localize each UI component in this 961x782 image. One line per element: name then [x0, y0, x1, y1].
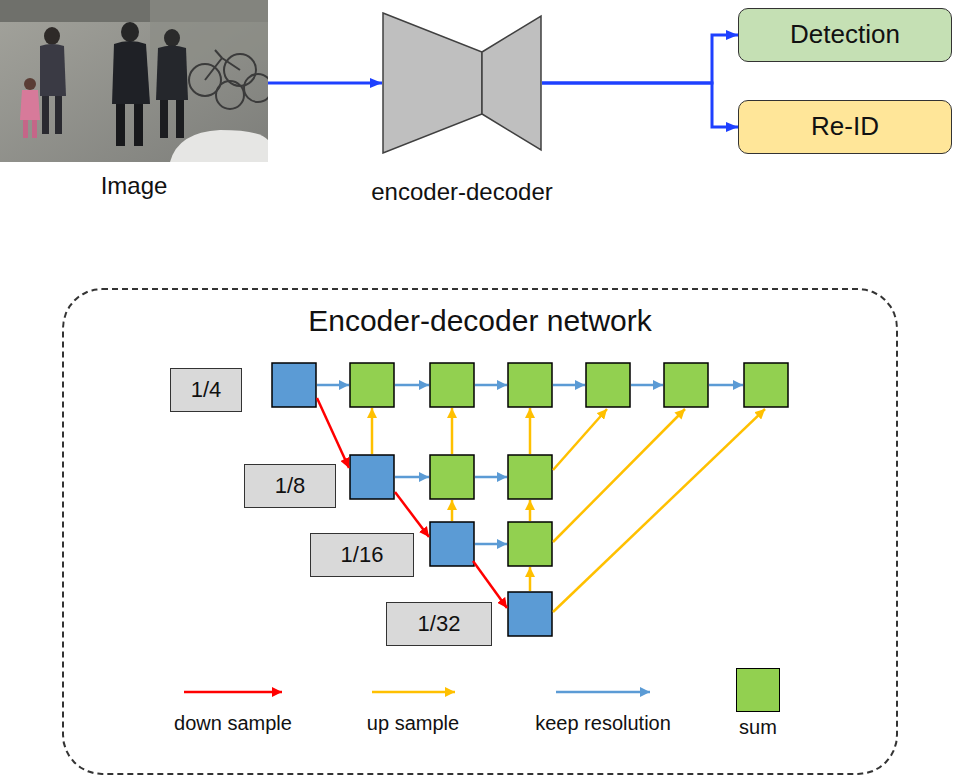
network-region: Encoder-decoder network 1/4 1/8 1/16 1/32 [62, 288, 898, 775]
scale-text: 1/8 [275, 473, 306, 498]
photo-frame [0, 0, 268, 162]
scale-label: 1/4 [170, 368, 242, 412]
scale-text: 1/4 [191, 377, 222, 402]
scale-label: 1/8 [244, 464, 336, 508]
legend-text: up sample [303, 712, 523, 735]
legend-text: sum [648, 716, 868, 739]
shape-caption: encoder-decoder [362, 178, 562, 206]
flow-arrow [542, 83, 738, 127]
legend-swatch [736, 668, 780, 712]
scale-label: 1/16 [310, 533, 414, 577]
flow-arrow [268, 82, 382, 85]
image-caption: Image [0, 172, 268, 200]
task-box: Re-ID [738, 100, 952, 154]
task-box: Detection [738, 8, 952, 62]
legend-text: keep resolution [493, 712, 713, 735]
scale-label: 1/32 [386, 602, 492, 646]
flow-arrow [542, 35, 738, 83]
encoder-decoder-shape: encoder-decoder [362, 12, 562, 212]
legend-text: down sample [123, 712, 343, 735]
task-name: Re-ID [811, 112, 879, 142]
bowtie-outline [382, 12, 542, 154]
image-node: Image [0, 0, 268, 210]
scale-text: 1/16 [341, 542, 384, 567]
street-photo [0, 0, 268, 162]
scale-text: 1/32 [418, 611, 461, 636]
region-title: Encoder-decoder network [64, 304, 896, 339]
task-name: Detection [790, 20, 900, 50]
